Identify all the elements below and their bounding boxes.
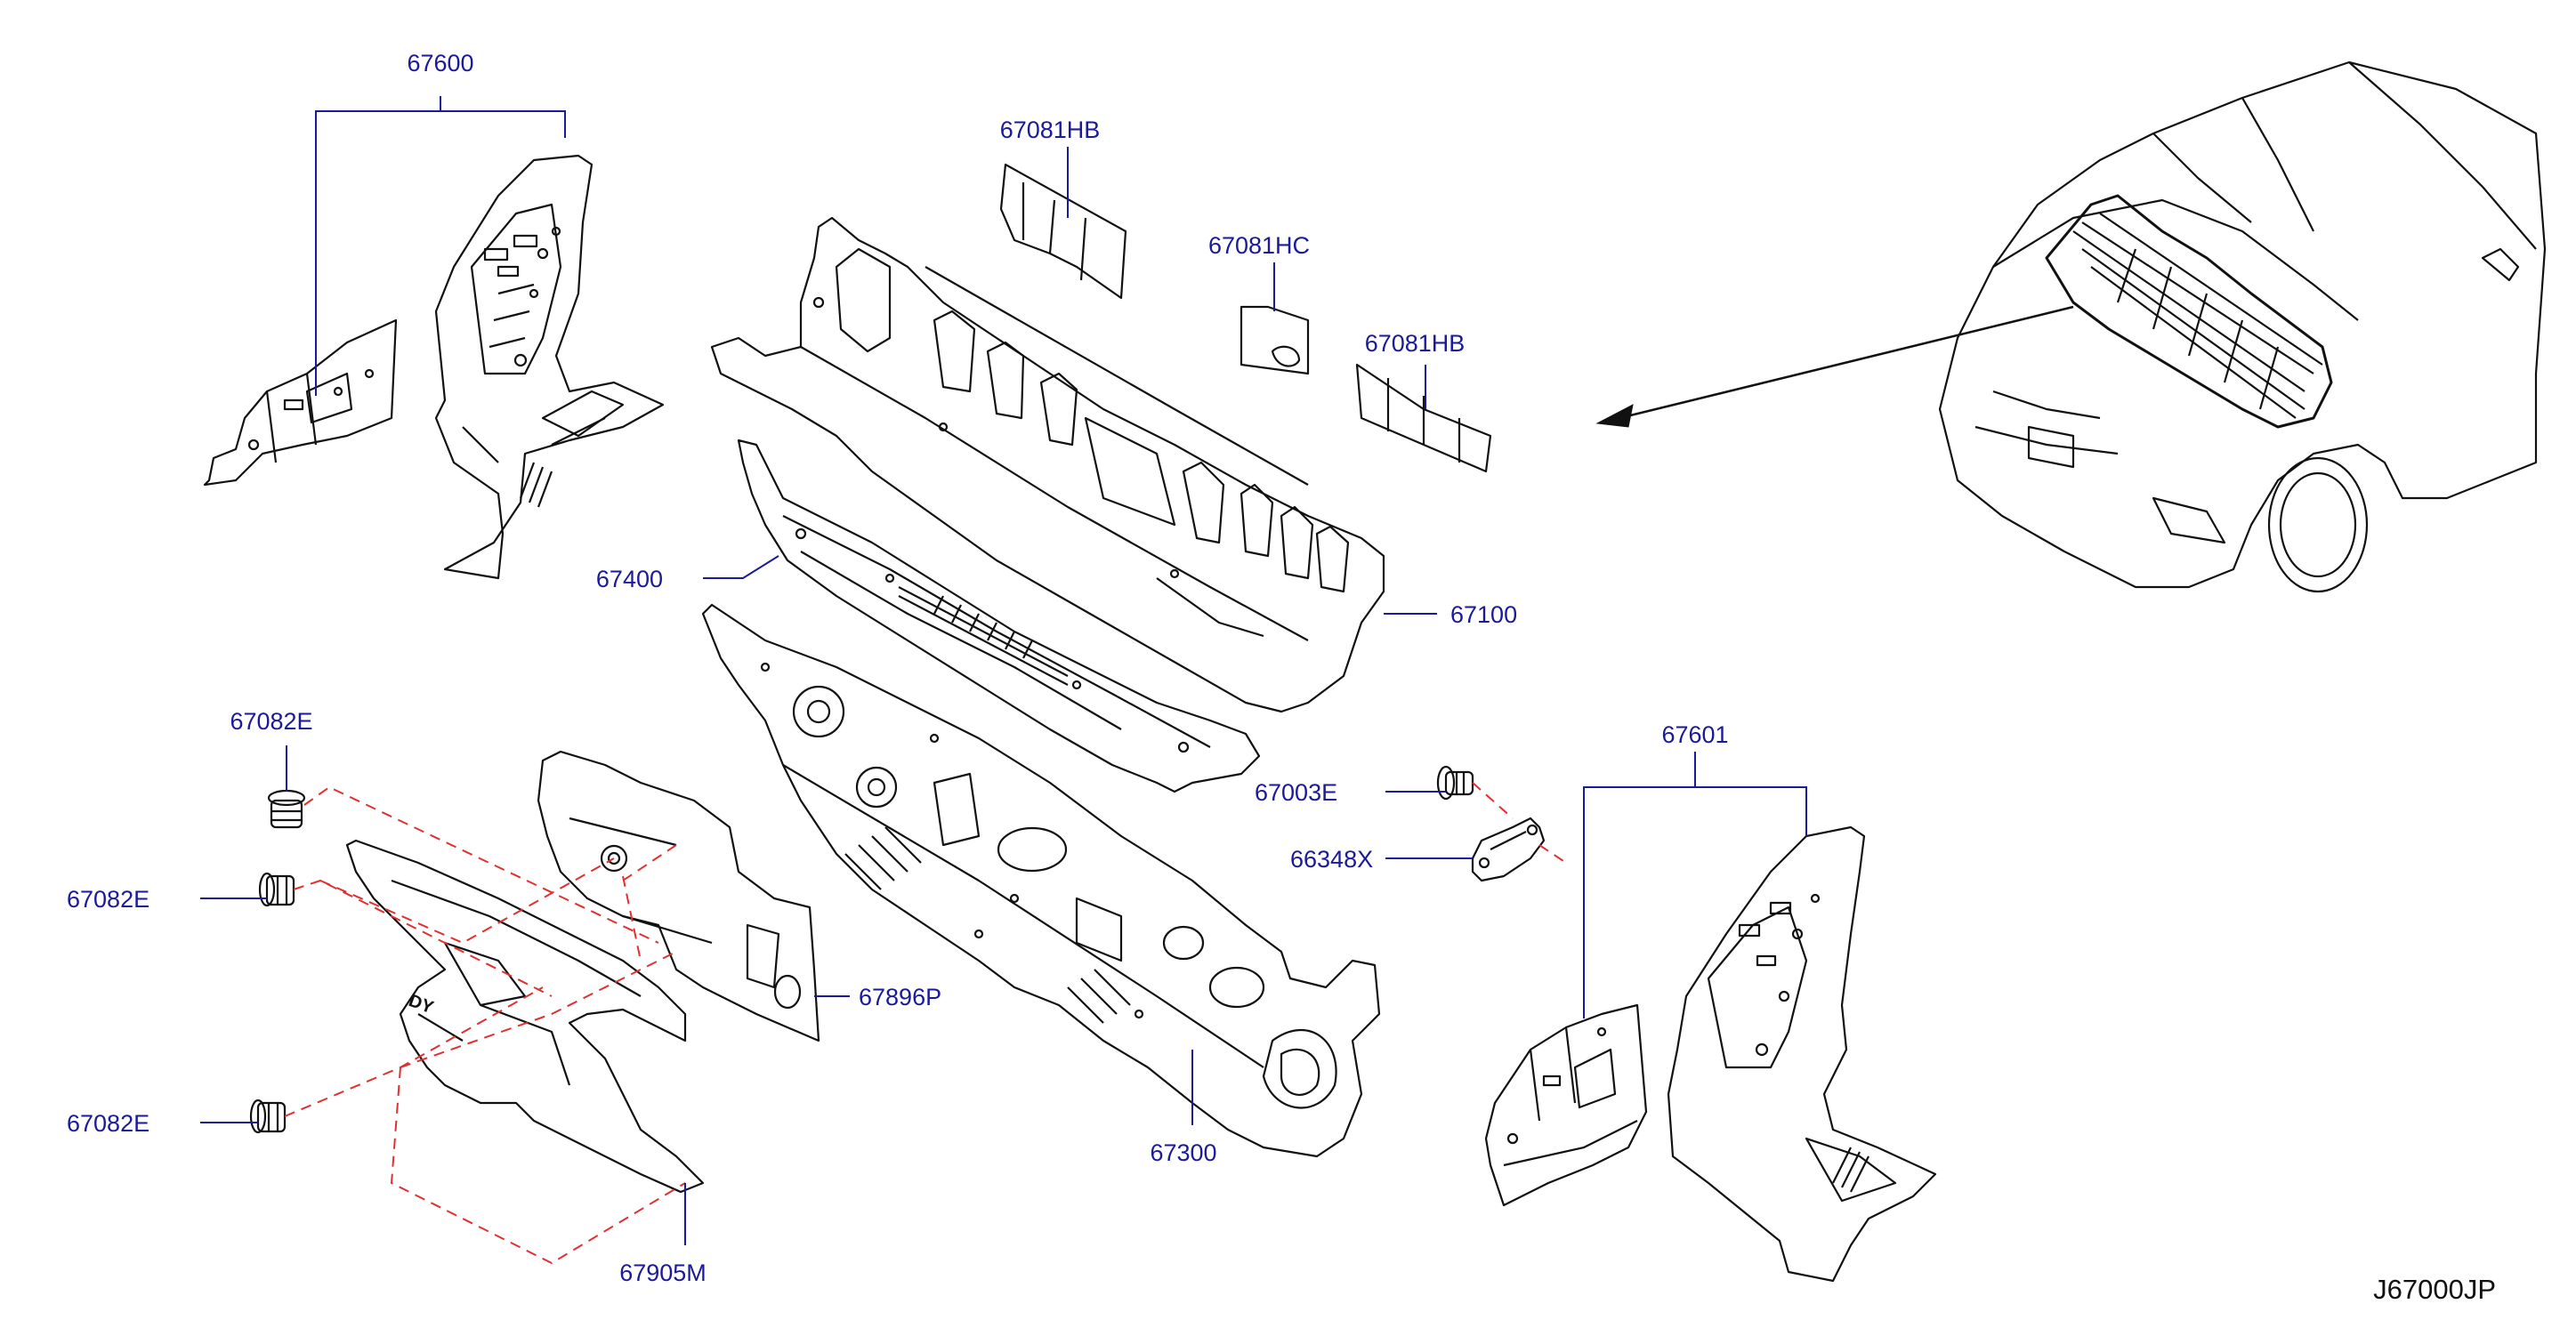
leader-lines (200, 96, 1807, 1245)
callout-67896P: 67896P (859, 984, 941, 1010)
locator-arrow (1595, 305, 2074, 428)
part-67600-pillar-panel[interactable] (434, 154, 665, 580)
part-67601-inner-panel[interactable] (1484, 1003, 1648, 1207)
callout-67300: 67300 (1150, 1139, 1216, 1166)
part-67081HB-insulator-top[interactable] (999, 163, 1127, 300)
callout-67082E-middle: 67082E (67, 886, 149, 913)
part-67600-inner-panel[interactable] (203, 318, 398, 487)
part-67100-cowl-top[interactable] (710, 216, 1385, 713)
callout-66348X: 66348X (1290, 846, 1373, 873)
diagram-id: J67000JP (2373, 1274, 2496, 1305)
part-67300-dash-panel[interactable] (701, 603, 1381, 1158)
callout-67100: 67100 (1450, 601, 1517, 628)
bracket-66348X[interactable] (1471, 817, 1546, 882)
stamp-dy: DY (406, 991, 436, 1018)
callout-67081HB-top: 67081HB (1000, 117, 1101, 143)
callout-67400: 67400 (596, 566, 663, 592)
callout-67003E: 67003E (1255, 779, 1337, 806)
callout-67600: 67600 (407, 50, 473, 76)
callout-67905M: 67905M (619, 1260, 707, 1286)
part-67400-cowl-lower[interactable] (737, 439, 1261, 793)
clip-67082E-middle[interactable] (258, 872, 295, 907)
callout-67082E-top: 67082E (230, 708, 312, 735)
callout-labels: 67600 67081HB 67081HC 67081HB 67400 6710… (67, 50, 2496, 1305)
clip-67003E[interactable] (1436, 765, 1474, 801)
clip-67082E-top[interactable] (267, 789, 306, 829)
part-67905M-insulator[interactable]: DY (345, 839, 705, 1194)
part-67601-pillar-panel[interactable] (1667, 825, 1937, 1283)
callout-67601: 67601 (1661, 721, 1728, 748)
callout-67082E-bottom: 67082E (67, 1110, 149, 1137)
callout-67081HC: 67081HC (1208, 232, 1310, 259)
assembly-guides (284, 782, 1567, 1265)
clip-67082E-bottom[interactable] (249, 1099, 287, 1134)
callout-67081HB-right: 67081HB (1365, 330, 1466, 357)
vehicle-locator-illustration (1938, 60, 2547, 593)
part-67896P-insulator[interactable] (537, 750, 820, 1042)
part-67081HC-insulator[interactable] (1240, 305, 1310, 375)
part-67081HB-insulator-right[interactable] (1355, 363, 1492, 473)
